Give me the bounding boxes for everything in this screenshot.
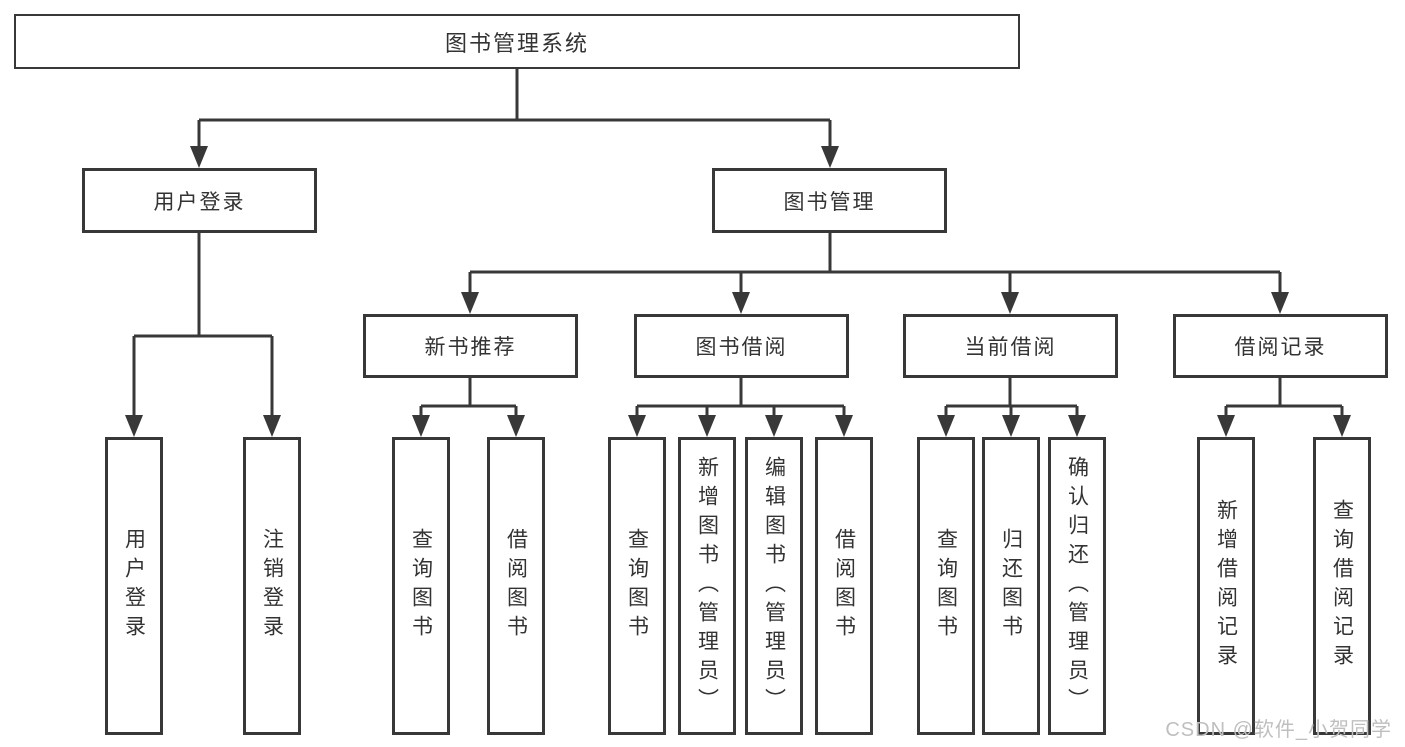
- arrow-down-icon: [765, 415, 783, 437]
- arrow-down-icon: [507, 415, 525, 437]
- arrow-down-icon: [1217, 415, 1235, 437]
- node-new-book-recommend: 新书推荐: [363, 314, 578, 378]
- arrow-down-icon: [698, 415, 716, 437]
- node-book-borrowing: 图书借阅: [634, 314, 849, 378]
- leaf-confirm-return-admin: 确认归还（管理员）: [1048, 437, 1106, 735]
- leaf-query-borrow-record: 查询借阅记录: [1313, 437, 1371, 735]
- arrow-down-icon: [1068, 415, 1086, 437]
- node-borrow-records: 借阅记录: [1173, 314, 1388, 378]
- leaf-add-borrow-record: 新增借阅记录: [1197, 437, 1255, 735]
- leaf-user-login: 用户登录: [105, 437, 163, 735]
- arrow-down-icon: [937, 415, 955, 437]
- leaf-query-books-current: 查询图书: [917, 437, 975, 735]
- arrow-down-icon: [125, 415, 143, 437]
- leaf-edit-books-admin: 编辑图书（管理员）: [745, 437, 803, 735]
- arrow-down-icon: [1333, 415, 1351, 437]
- arrow-down-icon: [835, 415, 853, 437]
- arrow-down-icon: [461, 292, 479, 314]
- node-user-login: 用户登录: [82, 168, 317, 233]
- arrow-down-icon: [628, 415, 646, 437]
- leaf-borrow-books-recommend: 借阅图书: [487, 437, 545, 735]
- leaf-logout-login: 注销登录: [243, 437, 301, 735]
- arrow-down-icon: [1271, 292, 1289, 314]
- node-root: 图书管理系统: [14, 14, 1020, 69]
- leaf-return-books: 归还图书: [982, 437, 1040, 735]
- arrow-down-icon: [1001, 292, 1019, 314]
- node-book-management: 图书管理: [712, 168, 947, 233]
- arrow-down-icon: [821, 146, 839, 168]
- arrow-down-icon: [412, 415, 430, 437]
- leaf-add-books-admin: 新增图书（管理员）: [678, 437, 736, 735]
- arrow-down-icon: [732, 292, 750, 314]
- arrow-down-icon: [263, 415, 281, 437]
- leaf-query-books-borrow: 查询图书: [608, 437, 666, 735]
- node-current-borrowing: 当前借阅: [903, 314, 1118, 378]
- arrow-down-icon: [1002, 415, 1020, 437]
- arrow-down-icon: [190, 146, 208, 168]
- leaf-query-books-recommend: 查询图书: [392, 437, 450, 735]
- leaf-borrow-books-borrow: 借阅图书: [815, 437, 873, 735]
